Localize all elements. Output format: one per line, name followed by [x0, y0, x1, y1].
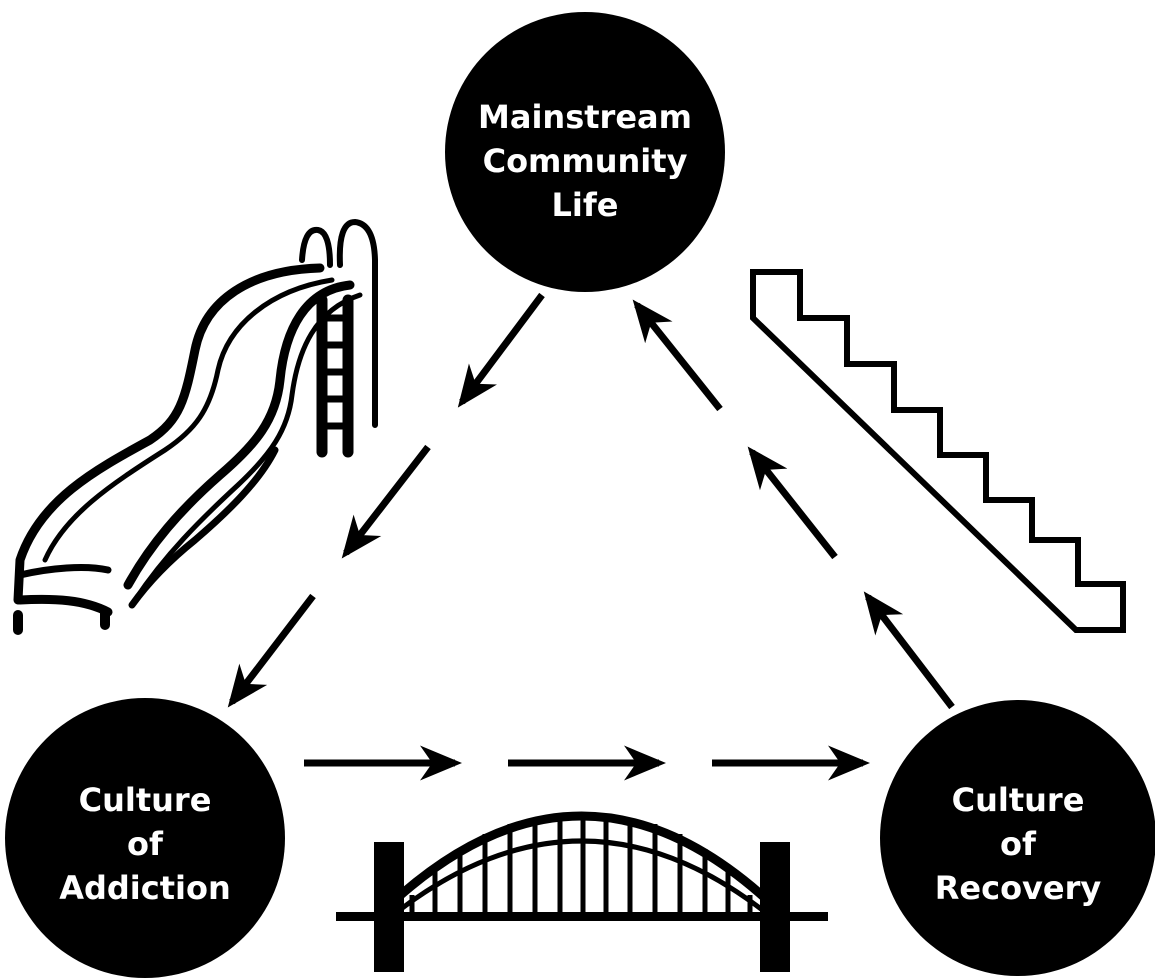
node-label-line: Addiction	[59, 869, 231, 907]
staircase-icon	[750, 269, 1126, 633]
node-mainstream-community-life: Mainstream Community Life	[445, 12, 725, 292]
node-label-line: Mainstream	[478, 98, 692, 136]
arrow-segment	[457, 292, 545, 408]
node-label-line: Life	[552, 186, 619, 224]
arrow-segment	[341, 444, 431, 559]
arrow-segment	[747, 446, 838, 560]
node-label-line: Recovery	[935, 869, 1102, 907]
flow-mainstream-to-addiction	[227, 292, 545, 708]
arrow-segment	[227, 593, 316, 708]
node-label-line: of	[127, 825, 164, 863]
arrow-segment	[632, 299, 723, 412]
node-label-line: Culture	[79, 781, 212, 819]
node-culture-of-addiction: Culture of Addiction	[5, 698, 285, 978]
arrow-segment	[863, 591, 955, 710]
arch-bridge-icon	[336, 811, 828, 972]
node-label-line: Culture	[952, 781, 1085, 819]
playground-slide-icon	[13, 219, 378, 635]
node-culture-of-recovery: Culture of Recovery	[880, 700, 1155, 976]
node-label-line: of	[1000, 825, 1037, 863]
node-label-line: Community	[483, 142, 688, 180]
flow-recovery-to-mainstream	[632, 299, 955, 710]
